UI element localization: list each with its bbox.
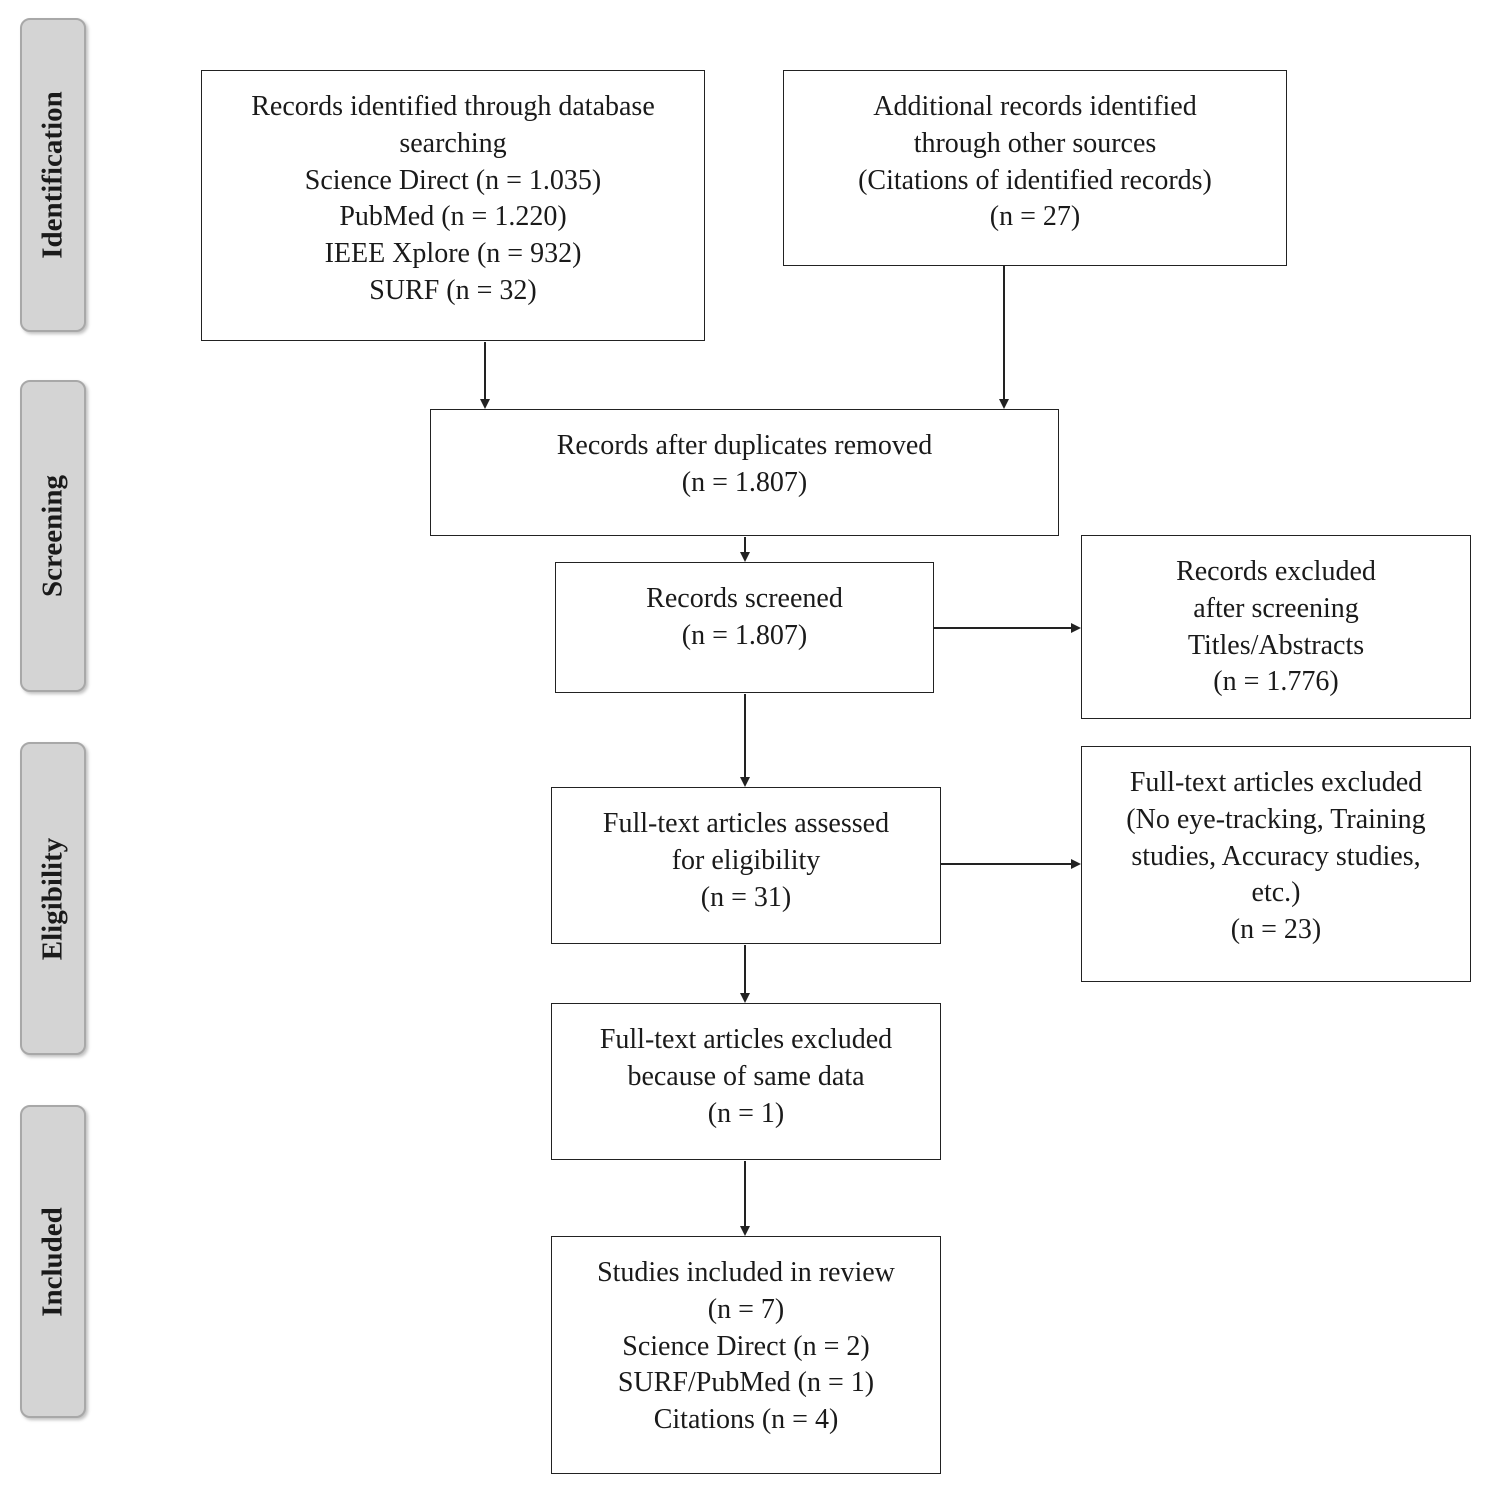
- box-line: searching: [399, 127, 507, 159]
- box-line: (n = 1.807): [681, 619, 808, 651]
- box-line: Titles/Abstracts: [1187, 629, 1365, 661]
- box-records-screened: Records screened (n = 1.807): [555, 562, 934, 693]
- box-line: (n = 27): [989, 201, 1081, 233]
- box-fulltext-excluded: Full-text articles excluded (No eye-trac…: [1081, 746, 1471, 982]
- box-line: Full-text articles excluded: [1129, 767, 1423, 798]
- box-other-sources: Additional records identified through ot…: [783, 70, 1287, 266]
- box-line: etc.): [1251, 877, 1301, 909]
- stage-screening: Screening: [20, 380, 86, 692]
- box-same-data-excluded: Full-text articles excluded because of s…: [551, 1003, 941, 1160]
- box-line: Studies included in review: [597, 1257, 895, 1288]
- stage-eligibility: Eligibility: [20, 742, 86, 1055]
- box-line: Records identified through database: [251, 91, 655, 122]
- box-line: (n = 7): [707, 1293, 785, 1325]
- box-line: SURF (n = 32): [369, 274, 537, 306]
- box-line: through other sources: [913, 127, 1157, 159]
- box-line: studies, Accuracy studies,: [1131, 840, 1421, 872]
- stage-included: Included: [20, 1105, 86, 1418]
- box-line: Records screened: [646, 583, 843, 614]
- box-line: after screening: [1193, 592, 1359, 624]
- box-line: Science Direct (n = 1.035): [304, 164, 602, 196]
- stage-identification: Identification: [20, 18, 86, 332]
- box-line: (n = 23): [1230, 914, 1322, 946]
- box-line: SURF/PubMed (n = 1): [617, 1367, 875, 1399]
- stage-screening-label: Screening: [36, 475, 69, 597]
- stage-eligibility-label: Eligibility: [36, 837, 69, 960]
- box-line: IEEE Xplore (n = 932): [324, 238, 582, 270]
- box-line: Full-text articles assessed: [602, 808, 890, 839]
- stage-included-label: Included: [36, 1206, 69, 1317]
- box-line: Additional records identified: [873, 91, 1197, 122]
- box-line: PubMed (n = 1.220): [339, 201, 567, 233]
- box-line: Citations (n = 4): [653, 1404, 839, 1436]
- box-line: Science Direct (n = 2): [622, 1330, 870, 1362]
- box-included-review: Studies included in review (n = 7) Scien…: [551, 1236, 941, 1474]
- box-line: (n = 31): [700, 881, 792, 913]
- box-line: (Citations of identified records): [858, 164, 1212, 196]
- box-line: because of same data: [627, 1060, 865, 1092]
- box-line: Records excluded: [1176, 556, 1376, 587]
- box-line: (n = 1): [707, 1097, 785, 1129]
- box-line: Full-text articles excluded: [599, 1024, 893, 1055]
- box-duplicates-removed: Records after duplicates removed (n = 1.…: [430, 409, 1059, 536]
- box-database-search: Records identified through database sear…: [201, 70, 705, 341]
- box-line: (No eye-tracking, Training: [1126, 803, 1426, 835]
- box-line: for eligibility: [671, 844, 821, 876]
- box-excluded-screening: Records excluded after screening Titles/…: [1081, 535, 1471, 719]
- box-line: (n = 1.807): [681, 466, 808, 498]
- stage-identification-label: Identification: [36, 91, 69, 259]
- box-line: Records after duplicates removed: [556, 430, 933, 461]
- box-fulltext-assessed: Full-text articles assessed for eligibil…: [551, 787, 941, 944]
- box-line: (n = 1.776): [1213, 666, 1339, 698]
